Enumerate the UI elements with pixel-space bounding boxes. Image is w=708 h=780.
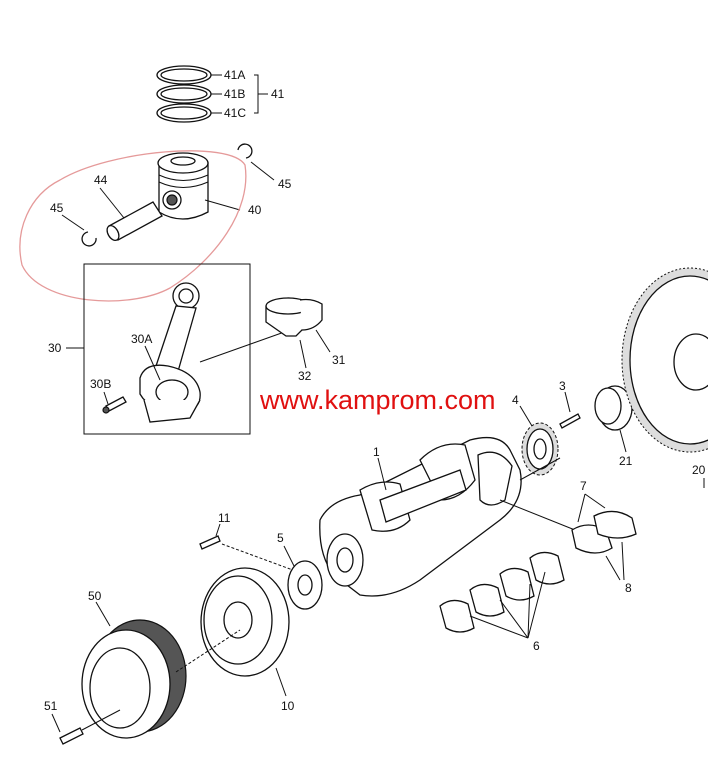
watermark: www.kamprom.com [259,385,496,415]
flywheel [621,267,708,453]
label-30A: 30A [131,332,152,346]
crank-seal-ring [594,385,633,431]
crank-gear [521,422,559,476]
label-41B: 41B [224,87,245,101]
label-1: 1 [373,445,380,459]
circlip-left [81,231,97,247]
piston [157,152,209,220]
label-5: 5 [277,531,284,545]
label-44: 44 [94,173,108,187]
pulley-center-bolt [59,727,84,745]
label-41A: 41A [224,68,245,82]
label-30: 30 [48,341,62,355]
label-45-right: 45 [278,177,292,191]
label-30B: 30B [90,377,111,391]
label-40: 40 [248,203,262,217]
circlip-right [237,143,253,159]
hand-drawn-highlight [19,150,247,302]
label-41C: 41C [224,106,246,120]
label-10: 10 [281,699,295,713]
adapter-plate [287,560,323,610]
label-4: 4 [512,393,519,407]
dowel-pin [559,413,581,429]
main-bearing-shells [439,551,565,633]
conrod-bearing-shells [265,297,323,337]
label-21: 21 [619,454,633,468]
label-50: 50 [88,589,102,603]
label-32: 32 [298,369,312,383]
connecting-rod-box [83,263,251,435]
thrust-washers [571,510,637,554]
label-8: 8 [625,581,632,595]
label-45-left: 45 [50,201,64,215]
label-31: 31 [332,353,346,367]
label-41: 41 [271,87,285,101]
connecting-rod [139,282,201,423]
conrod-bolt [102,396,127,414]
label-6: 6 [533,639,540,653]
crankshaft [319,436,561,597]
label-20: 20 [692,463,706,477]
label-11: 11 [218,511,231,525]
crank-pulley [81,619,187,739]
label-3: 3 [559,379,566,393]
label-7: 7 [580,479,587,493]
label-51: 51 [44,699,58,713]
vibration-damper [200,567,290,677]
pulley-bolt [199,535,221,550]
piston-pin [106,201,163,242]
piston-rings [156,65,212,123]
